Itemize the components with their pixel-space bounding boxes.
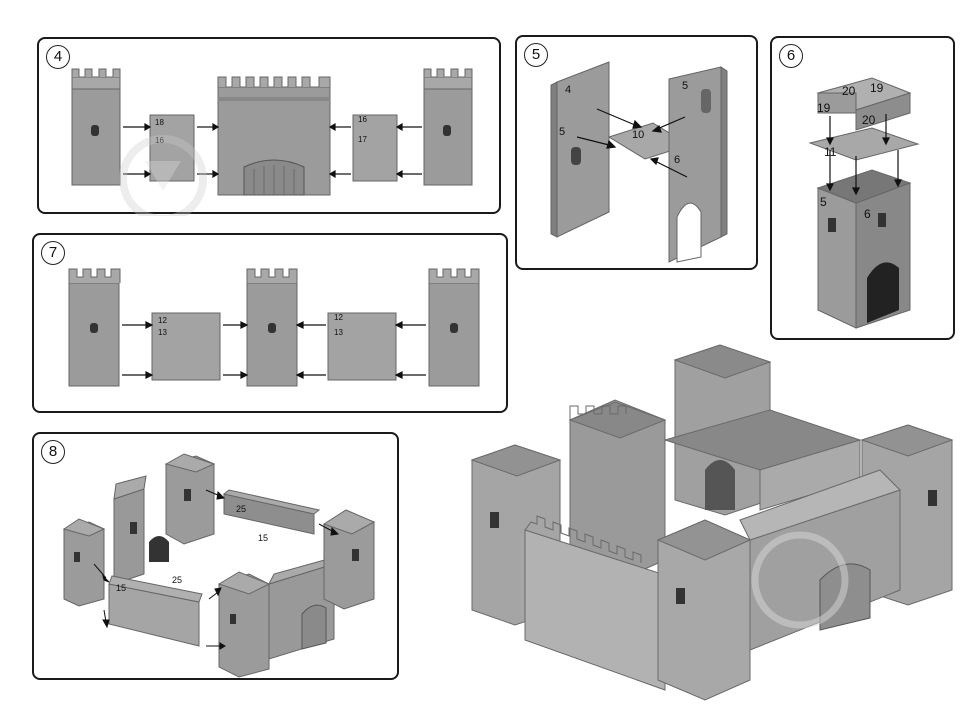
tower-body: 5 6 [816,169,912,329]
step-8-number: 8 [41,440,65,464]
wall-right: 5 6 [668,66,728,263]
label-15b: 15 [116,583,126,593]
label-15a: 15 [258,533,268,543]
label-19b: 19 [817,101,831,115]
step-8-diagram: 25 15 25 15 [62,453,376,678]
wall-7-right: 12 13 [327,312,397,381]
tower-7-right [428,268,480,387]
tower-plate: 11 [808,127,920,161]
label-13a: 13 [158,328,167,337]
label-6: 6 [674,154,680,166]
label-19a: 19 [870,81,884,95]
label-13b: 13 [334,328,343,337]
step-6-panel: 6 20 19 19 20 11 5 6 [770,36,955,340]
assembly-arrows-7 [122,321,426,379]
step-7-diagram: 12 13 12 13 [68,268,480,387]
wall-panel-left: 18 16 [149,114,195,182]
assembly-arrows-8 [93,489,340,650]
label-4: 4 [565,84,571,96]
label-18: 18 [155,118,164,127]
assembly-arrows-5 [576,108,688,178]
tower-7-left [68,268,121,387]
step-4-panel: 4 18 16 16 17 [37,37,501,216]
label-25b: 25 [172,575,182,585]
label-6c: 6 [864,207,871,221]
tower-7-center [246,268,298,387]
step-7-number: 7 [41,241,65,265]
label-10: 10 [632,129,644,141]
gatehouse [217,76,331,196]
label-25a: 25 [236,504,246,514]
assembly-arrows [123,122,422,179]
tower-right [423,68,473,186]
wall-7-left: 12 13 [151,312,221,381]
step-4-diagram: 18 16 16 17 [71,68,473,216]
label-16b: 16 [358,115,367,124]
step-5-panel: 5 4 5 10 5 6 [515,35,758,270]
tower-left [71,68,121,186]
label-12b: 12 [334,313,343,322]
assembly-arrows-6 [826,114,902,196]
label-5b: 5 [682,80,688,92]
step-6-number: 6 [779,44,803,68]
label-20a: 20 [842,84,856,98]
step-8-panel: 8 25 15 25 15 [32,432,399,680]
step-5-diagram: 4 5 10 5 6 [550,61,728,263]
step-7-panel: 7 12 13 12 13 [32,233,508,413]
label-5c: 5 [820,195,827,209]
wall-panel-right: 16 17 [352,114,398,182]
label-12a: 12 [158,316,167,325]
step-6-diagram: 20 19 19 20 11 5 6 [808,77,920,329]
step-4-number: 4 [46,45,70,69]
label-17: 17 [358,135,367,144]
label-20b: 20 [862,113,876,127]
tower-crown: 20 19 19 20 [816,77,912,131]
label-16: 16 [155,136,164,145]
wall-left: 4 5 [550,61,610,238]
label-5: 5 [559,126,565,138]
step-5-number: 5 [524,43,548,67]
play-triangle-watermark-icon [119,135,207,216]
